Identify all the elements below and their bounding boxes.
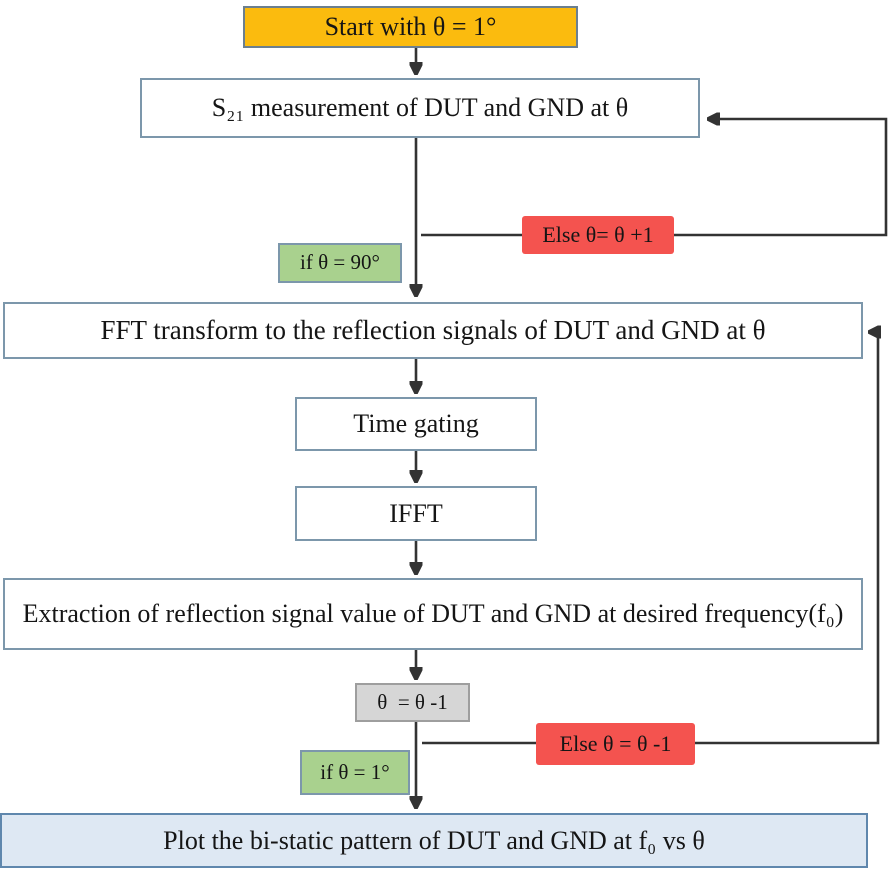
fft-transform-node: FFT transform to the reflection signals … [3, 302, 863, 359]
else-theta-plus-1-label: Else θ= θ +1 [522, 216, 674, 254]
start-node: Start with θ = 1° [243, 6, 578, 48]
else-theta-minus-1-label: Else θ = θ -1 [536, 723, 695, 765]
s21-measurement-node: S₂₁ measurement of DUT and GND at θ [140, 78, 700, 138]
plot-pattern-node: Plot the bi-static pattern of DUT and GN… [0, 813, 868, 868]
time-gating-node: Time gating [295, 397, 537, 451]
theta-decrement-node: θ = θ -1 [355, 683, 470, 722]
if-theta-90-label: if θ = 90° [278, 243, 402, 283]
ifft-node: IFFT [295, 486, 537, 541]
if-theta-1-label: if θ = 1° [300, 750, 410, 795]
extraction-node: Extraction of reflection signal value of… [3, 578, 863, 650]
